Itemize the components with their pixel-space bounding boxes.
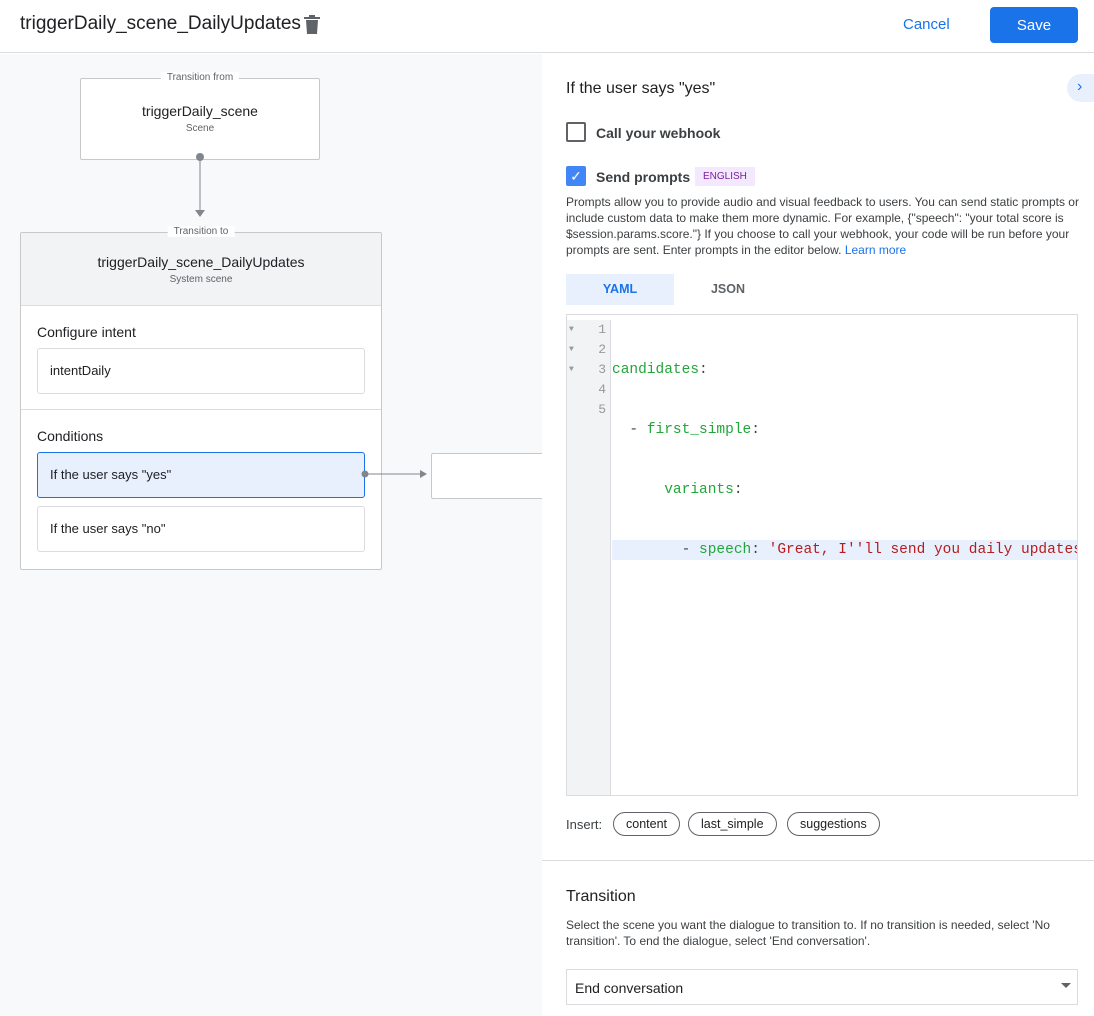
condition-connector — [361, 470, 427, 478]
webhook-checkbox[interactable] — [566, 122, 586, 142]
condition-no[interactable]: If the user says "no" — [37, 506, 365, 552]
code-key: candidates — [612, 362, 700, 378]
collapse-panel-icon[interactable]: › — [1067, 74, 1094, 102]
condition-panel: › If the user says "yes" Call your webho… — [542, 54, 1094, 1016]
transition-select[interactable]: End conversation — [566, 969, 1078, 1005]
save-button[interactable]: Save — [990, 7, 1078, 43]
insert-last-simple-chip[interactable]: last_simple — [688, 812, 777, 836]
condition-yes[interactable]: If the user says "yes" — [37, 452, 365, 498]
transition-heading: Transition — [566, 888, 636, 905]
insert-content-chip[interactable]: content — [613, 812, 681, 836]
conditions-heading: Conditions — [37, 428, 104, 444]
transition-from-node[interactable]: Transition from triggerDaily_scene Scene — [80, 72, 320, 160]
connector-arrow — [195, 153, 205, 217]
configure-intent-heading: Configure intent — [37, 324, 136, 340]
from-scene-type: Scene — [185, 123, 215, 134]
prompts-checkbox[interactable]: ✓ — [566, 166, 586, 186]
dropdown-arrow-icon — [1061, 983, 1071, 993]
insert-label: Insert: — [566, 817, 603, 832]
insert-suggestions-chip[interactable]: suggestions — [787, 812, 880, 836]
description-text: Prompts allow you to provide audio and v… — [566, 195, 1079, 257]
delete-icon[interactable] — [304, 15, 320, 34]
to-scene-name: triggerDaily_scene_DailyUpdates — [97, 254, 305, 270]
prompts-description: Prompts allow you to provide audio and v… — [566, 194, 1081, 258]
learn-more-link[interactable]: Learn more — [844, 243, 907, 257]
page-title: triggerDaily_scene_DailyUpdates — [20, 13, 301, 34]
prompts-label: Send prompts — [596, 169, 691, 185]
transition-from-label: Transition from — [160, 72, 240, 83]
webhook-label: Call your webhook — [596, 125, 721, 141]
transition-select-value: End conversation — [575, 980, 684, 996]
panel-title: If the user says "yes" — [566, 80, 716, 97]
tab-yaml[interactable]: YAML — [566, 274, 674, 305]
transition-to-label: Transition to — [167, 226, 235, 237]
divider — [542, 860, 1094, 861]
to-scene-type: System scene — [169, 274, 233, 285]
intent-item[interactable]: intentDaily — [37, 348, 365, 394]
transition-to-node: Transition to triggerDaily_scene_DailyUp… — [20, 226, 382, 570]
language-badge: ENGLISH — [695, 167, 755, 186]
tab-json[interactable]: JSON — [710, 282, 746, 296]
transition-description: Select the scene you want the dialogue t… — [566, 918, 1050, 948]
target-node[interactable] — [431, 453, 551, 499]
scene-canvas: Transition from triggerDaily_scene Scene… — [0, 54, 551, 1016]
from-scene-name: triggerDaily_scene — [142, 103, 258, 119]
header: triggerDaily_scene_DailyUpdates Cancel S… — [0, 0, 1094, 53]
cancel-button[interactable]: Cancel — [903, 16, 950, 33]
